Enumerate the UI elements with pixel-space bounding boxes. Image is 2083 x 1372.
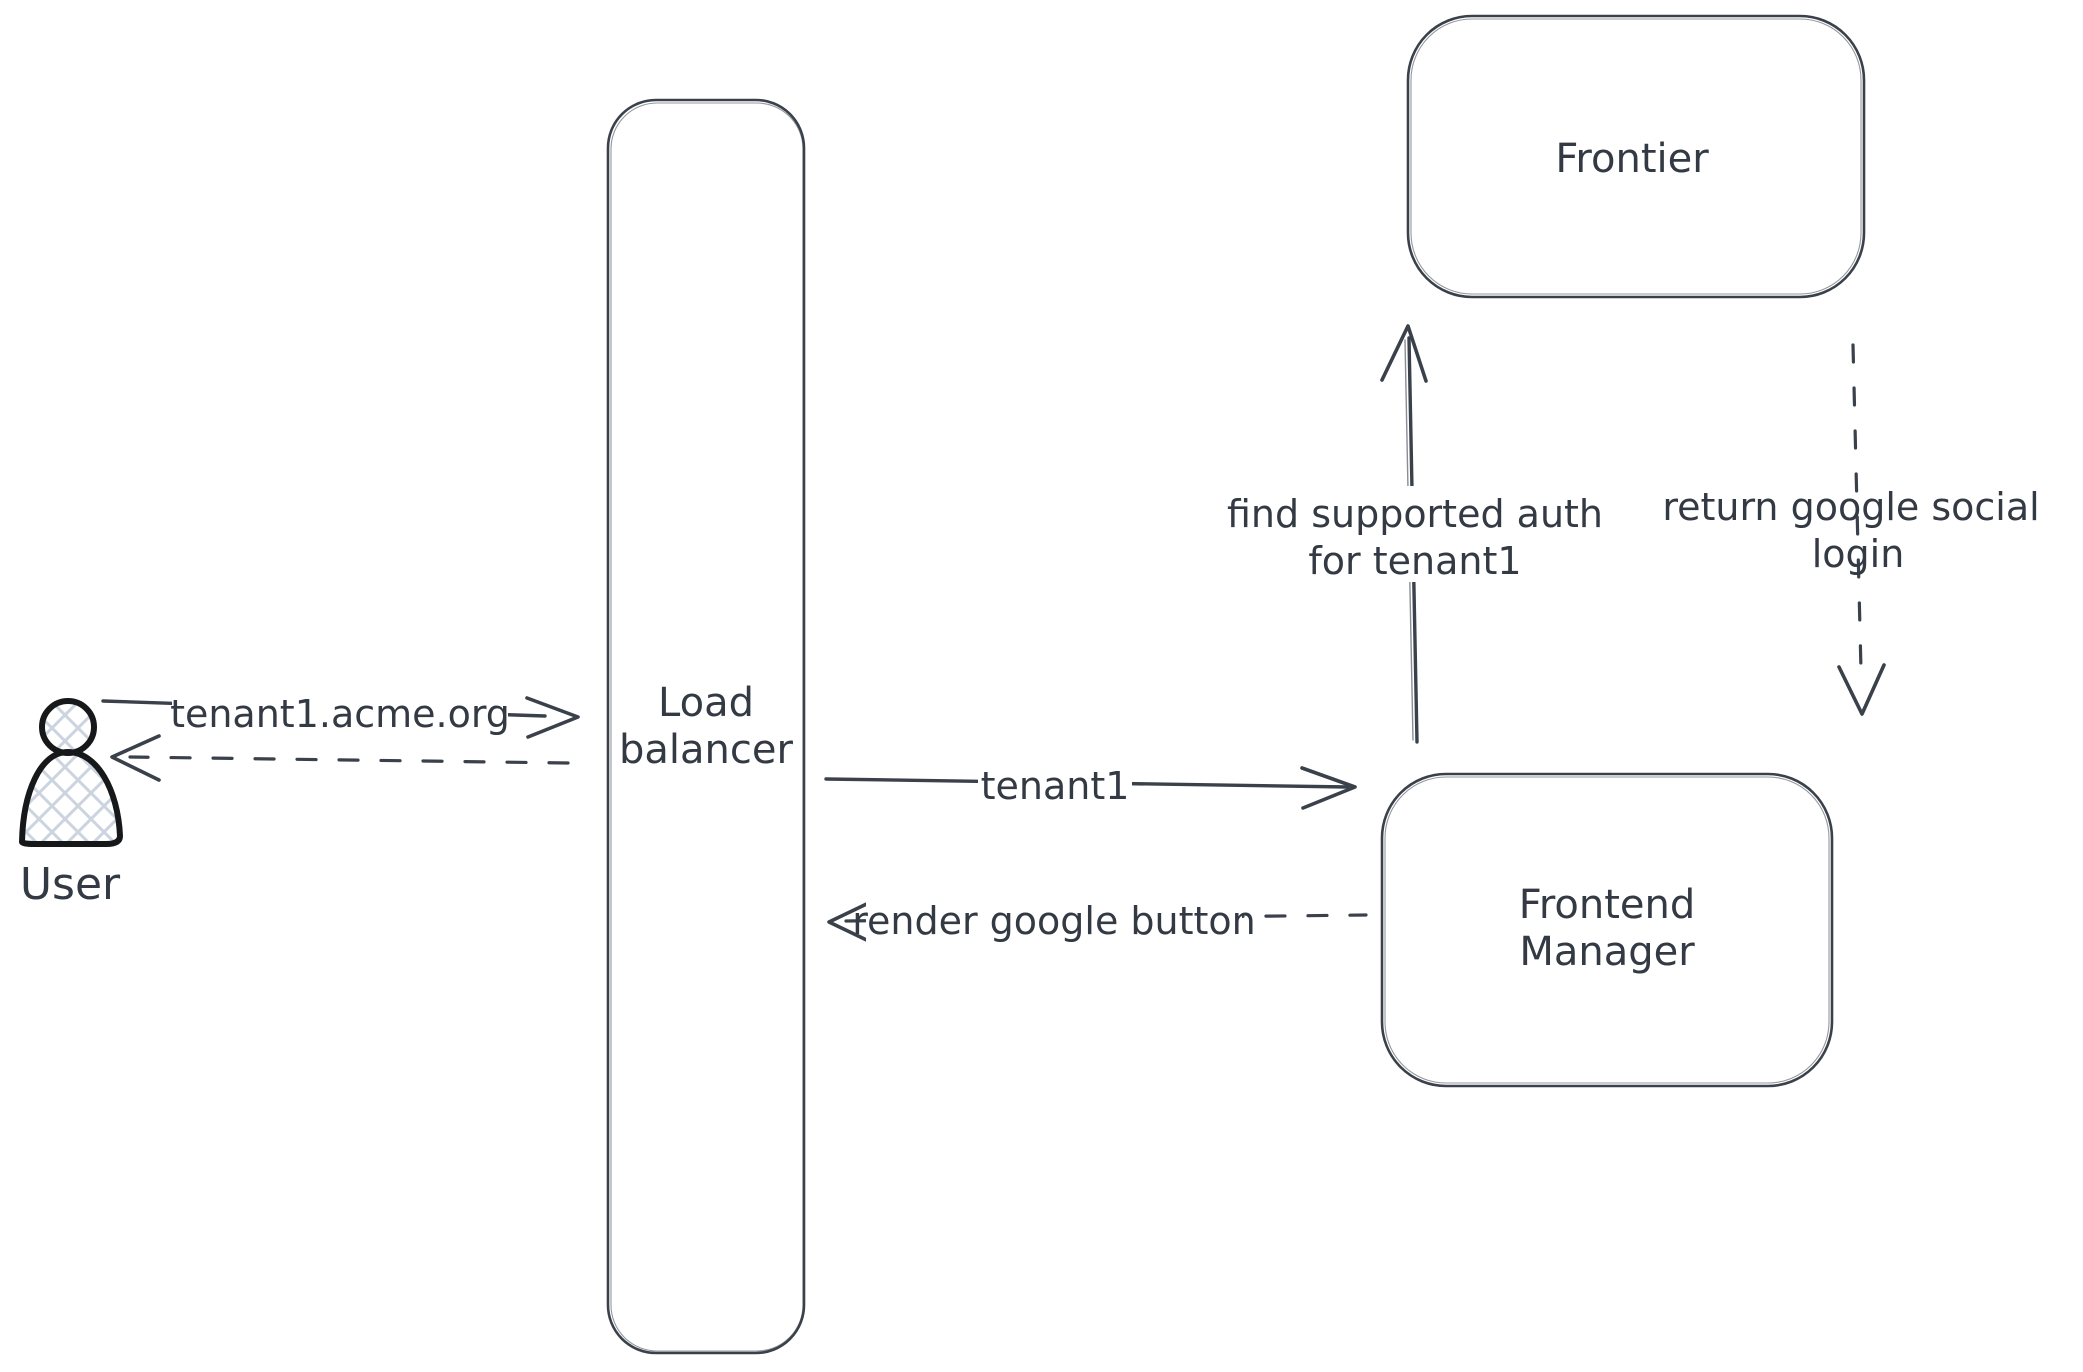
load-balancer-label-line1: Load xyxy=(658,680,754,726)
edge-load-balancer-to-frontend-manager: tenant1 xyxy=(824,752,1357,812)
edge-line xyxy=(128,755,570,765)
edge-label-line2: login xyxy=(1812,532,1905,576)
arrowhead-right-icon xyxy=(1300,766,1357,810)
edge-frontend-manager-to-load-balancer: render google button xyxy=(827,886,1368,948)
person-icon-body xyxy=(19,749,123,847)
load-balancer-label-line2: balancer xyxy=(619,727,793,773)
edge-user-to-load-balancer: tenant1.acme.org xyxy=(101,683,580,745)
edge-label: tenant1 xyxy=(981,764,1130,808)
frontend-manager-label-line2: Manager xyxy=(1519,929,1695,975)
user-label: User xyxy=(20,859,121,910)
edge-label-line2: for tenant1 xyxy=(1308,539,1521,583)
edge-label-background xyxy=(978,752,1132,812)
person-icon-head xyxy=(39,698,97,756)
arrowhead-left-icon xyxy=(110,734,161,782)
frontend-manager-label-line1: Frontend xyxy=(1519,882,1696,928)
arrowhead-up-icon xyxy=(1380,324,1428,383)
edge-label-line1: return google social xyxy=(1662,485,2039,529)
frontend-manager-node: Frontend Manager xyxy=(1380,772,1834,1088)
edge-line xyxy=(1851,343,1863,672)
frontier-label: Frontier xyxy=(1555,136,1709,182)
frontier-node: Frontier xyxy=(1406,14,1866,299)
user-actor: User xyxy=(19,698,123,910)
edge-frontier-to-frontend-manager: return google social login xyxy=(1662,343,2040,716)
edge-label-background xyxy=(866,886,1242,948)
edge-label: tenant1.acme.org xyxy=(170,692,510,736)
arrowhead-right-icon xyxy=(525,696,580,739)
load-balancer-node: Load balancer xyxy=(606,98,806,1355)
edge-frontend-manager-to-frontier: find supported auth for tenant1 xyxy=(1205,324,1625,744)
edge-label-background xyxy=(1205,486,1625,582)
edge-label-line1: find supported auth xyxy=(1227,492,1603,536)
edge-label: render google button xyxy=(852,899,1256,943)
edge-load-balancer-to-user xyxy=(110,734,570,782)
edge-label-background xyxy=(172,683,508,745)
arrowhead-left-icon xyxy=(827,897,879,947)
arrowhead-down-icon xyxy=(1837,663,1886,716)
